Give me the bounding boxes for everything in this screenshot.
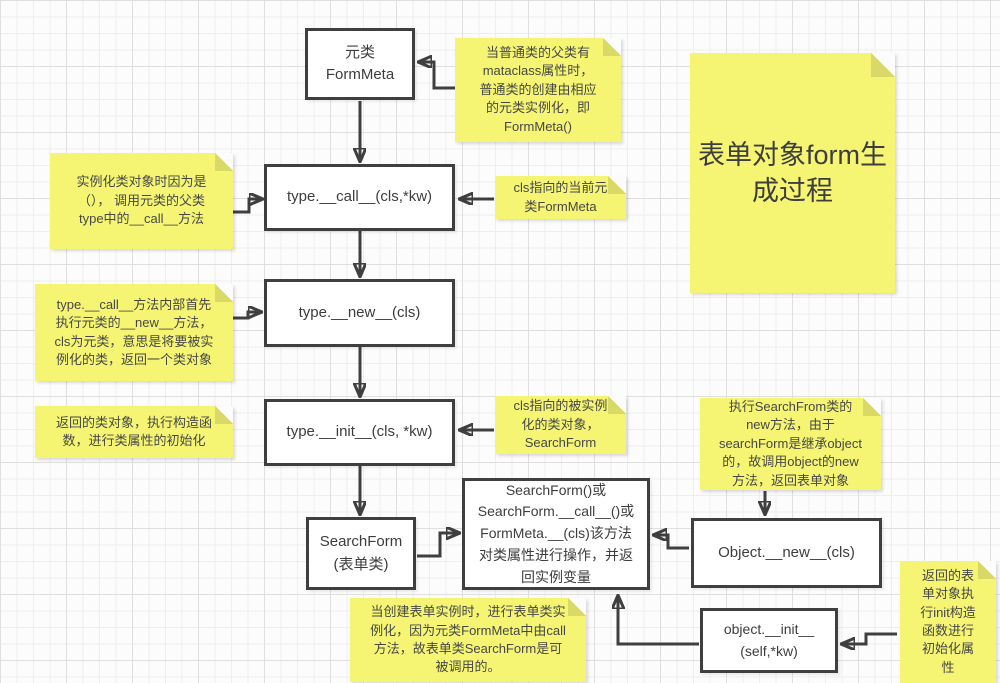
node-type-call: type.__call__(cls,*kw) [264,164,455,231]
arrow-callinternalnote-to-typenew [233,312,261,320]
sticky-note-return-class: 返回的类对象，执行构造函 数，进行类属性的初始化 [35,406,233,458]
sticky-note-return-form: 返回的表 单对象执 行init构造 函数进行 初始化属 性 [900,561,996,683]
arrow-objectinit-to-searchformcall [618,596,699,646]
sticky-note-call-internal: type.__call__方法内部首先 执行元类的__new__方法， cls为… [35,284,233,381]
node-searchform-call: SearchForm()或 SearchForm.__call__()或 For… [462,478,650,590]
arrow-searchform-to-searchformcall [417,533,459,558]
arrow-returnformnote-to-objectinit [842,632,897,644]
sticky-note-form-instance: 当创建表单实例时，进行表单类实 例化，因为元类FormMeta中由call 方法… [350,598,586,682]
arrow-objectnew-to-searchformcall [654,535,689,550]
node-formmeta: 元类 FormMeta [305,28,415,100]
arrow-instantiatenote-to-typecall [233,199,262,214]
sticky-note-exec-new: 执行SearchFrom类的 new方法，由于 searchForm是继承obj… [700,398,881,490]
node-object-new: Object.__new__(cls) [691,518,882,588]
sticky-note-title: 表单对象form生 成过程 [690,53,895,293]
node-type-init: type.__init__(cls, *kw) [264,399,455,466]
sticky-note-cls-formmeta: cls指向的当前元 类FormMeta [495,176,626,219]
arrow-metaclassnote-to-formmeta [419,62,456,90]
sticky-note-cls-searchform: cls指向的被实例 化的类对象， SearchForm [495,396,626,454]
node-object-init: object.__init__ (self,*kw) [700,608,838,673]
node-searchform: SearchForm (表单类) [306,517,416,590]
sticky-note-metaclass: 当普通类的父类有 mataclass属性时， 普通类的创建由相应 的元类实例化，… [455,38,621,142]
node-type-new: type.__new__(cls) [264,279,455,347]
sticky-note-instantiate: 实例化类对象时因为是 （）， 调用元类的父类 type中的__call__方法 [50,153,233,249]
